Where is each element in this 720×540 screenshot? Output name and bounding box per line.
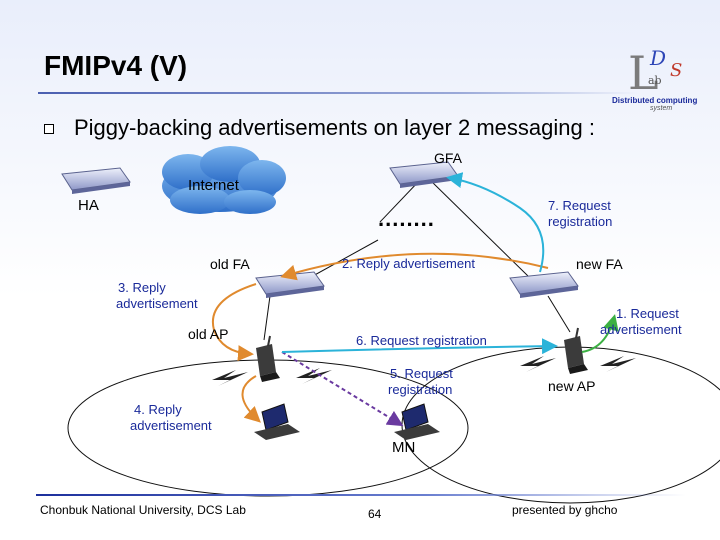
new-ap-label: new AP	[548, 378, 596, 394]
logo-subtitle: Distributed computing	[612, 96, 698, 105]
network-dots: ........	[378, 206, 435, 231]
arrow-2-reply-advertisement	[280, 252, 549, 281]
new-ap-icon	[564, 327, 588, 374]
internet-cloud	[162, 146, 286, 214]
logo-letters-ab: ab	[648, 74, 662, 87]
message-3-line2: advertisement	[116, 296, 198, 311]
message-4-line2: advertisement	[130, 418, 212, 433]
message-4-line1: 4. Reply	[134, 402, 182, 417]
mn-laptop-icon	[394, 403, 440, 440]
old-fa-label: old FA	[210, 256, 250, 272]
ha-router-icon	[61, 167, 131, 194]
bullet-text: Piggy-backing advertisements on layer 2 …	[74, 115, 595, 140]
message-3-line1: 3. Reply	[118, 280, 166, 295]
logo-subtitle-2: system	[650, 105, 673, 112]
message-7-line1: 7. Request	[548, 198, 611, 213]
message-1-line1: 1. Request	[616, 306, 679, 321]
mn-label: MN	[392, 439, 416, 456]
arrow-7-request-registration	[446, 172, 545, 273]
ha-label: HA	[78, 197, 99, 214]
logo-letter-s: S	[670, 60, 683, 81]
arrow-1-request-advertisement	[581, 314, 619, 353]
message-7-line2: registration	[548, 214, 613, 229]
title-divider	[38, 92, 638, 94]
new-fa-label: new FA	[576, 256, 623, 272]
logo-letter-l: L	[628, 46, 659, 100]
page-number: 64	[368, 507, 382, 521]
arrow-4-reply-advertisement	[241, 375, 261, 423]
old-fa-router-icon	[255, 271, 325, 298]
logo-letter-d: D	[650, 46, 667, 70]
message-6: 6. Request registration	[356, 333, 487, 348]
message-5-line2: registration	[388, 382, 453, 397]
new-fa-router-icon	[509, 271, 579, 298]
internet-label: Internet	[188, 177, 239, 194]
message-1-line2: advertisement	[600, 322, 682, 337]
bullet-square-icon	[44, 124, 54, 134]
arrow-3-reply-advertisement	[211, 283, 257, 362]
footer-right: presented by ghcho	[512, 503, 618, 517]
old-ap-label: old AP	[188, 326, 229, 342]
gfa-label: GFA	[434, 150, 463, 166]
link-oldfa-oldap	[263, 295, 271, 341]
footer-divider	[36, 494, 686, 496]
arrow-6-request-registration	[281, 338, 558, 355]
link-gfa-dots	[379, 179, 421, 223]
slide-title: FMIPv4 (V)	[44, 50, 188, 81]
message-5-line1: 5. Request	[390, 366, 453, 381]
arrow-5-request-registration	[281, 351, 404, 427]
link-newfa-newap	[547, 295, 571, 333]
footer-left: Chonbuk National University, DCS Lab	[40, 503, 246, 517]
message-2: 2. Reply advertisement	[342, 256, 475, 271]
laptop-icon	[254, 403, 300, 440]
old-ap-icon	[256, 335, 280, 382]
wireless-signal-icon	[212, 356, 636, 386]
